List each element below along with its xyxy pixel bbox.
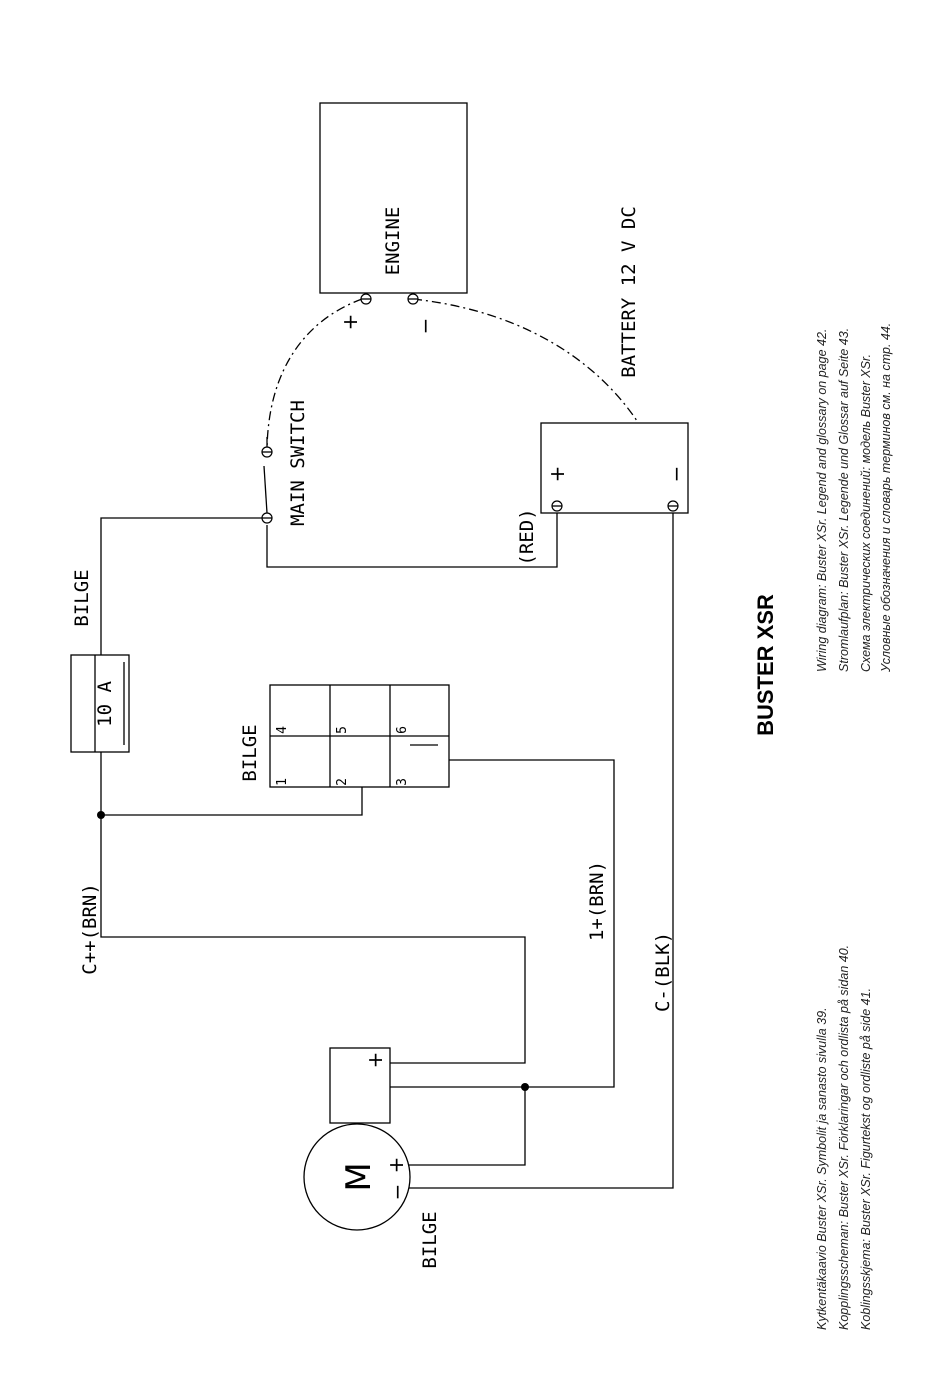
battery-label: BATTERY 12 V DC xyxy=(618,206,640,378)
pump-sensor-box xyxy=(329,1047,391,1124)
fuse-bilge-label: BILGE xyxy=(71,569,93,626)
junction-dot xyxy=(97,811,105,819)
engine-plus-sign: + xyxy=(338,314,362,331)
pump-box-plus-sign: + xyxy=(363,1052,387,1069)
motor-minus-sign: − xyxy=(385,1184,409,1201)
bilge-switch-label: BILGE xyxy=(239,724,261,781)
motor-label: M xyxy=(339,1162,379,1191)
bilge-switch: 4 5 6 1 2 3 xyxy=(269,684,450,788)
motor-plus-sign: + xyxy=(384,1157,408,1174)
caption-right-line-4: Условные обозначения и словарь терминов … xyxy=(879,323,893,673)
engine-box xyxy=(319,102,468,294)
c-minus-blk-label: C-(BLK) xyxy=(652,932,674,1012)
red-label: (RED) xyxy=(516,508,538,565)
main-switch-label: MAIN SWITCH xyxy=(287,400,309,526)
pin-4: 4 xyxy=(275,726,290,734)
caption-right-line-2: Stromlaufplan: Buster XSr. Legende und G… xyxy=(837,328,851,672)
fuse-rating: 10 A xyxy=(94,681,116,727)
pin-2: 2 xyxy=(335,778,350,786)
caption-right-line-1: Wiring diagram: Buster XSr. Legend and g… xyxy=(815,329,829,672)
caption-left-line-3: Koblingsskjema: Buster XSr. Figurtekst o… xyxy=(859,988,873,1330)
pin-5: 5 xyxy=(335,726,350,734)
pin-3: 3 xyxy=(395,778,410,786)
wire-one-plus-brn xyxy=(390,745,615,1088)
pin-6: 6 xyxy=(395,726,410,734)
one-plus-brn-label: 1+(BRN) xyxy=(586,861,608,941)
engine-minus-sign: − xyxy=(413,318,437,335)
wire-c-plus-brn xyxy=(100,752,526,1064)
junction-dot xyxy=(521,1083,529,1091)
bilge-pump-label: BILGE xyxy=(419,1211,441,1268)
caption-left-line-1: Kytkentäkaavio Buster XSr. Symbolit ja s… xyxy=(815,1007,829,1330)
diagram-title: BUSTER XSR xyxy=(753,594,778,736)
wire-fuse-to-main-switch xyxy=(100,517,267,655)
wire-to-motor-plus xyxy=(402,1087,526,1166)
main-switch-lever xyxy=(263,465,268,514)
wire-main-switch-to-battery-plus xyxy=(266,510,558,568)
battery-box xyxy=(540,422,689,514)
engine-label: ENGINE xyxy=(382,207,404,276)
caption-right-line-3: Схема электрических соединений: модель B… xyxy=(859,354,873,672)
caption-left: Kytkentäkaavio Buster XSr. Symbolit ja s… xyxy=(815,945,873,1330)
battery-minus-sign: − xyxy=(664,466,688,483)
c-plus-brn-label: C++(BRN) xyxy=(79,883,101,975)
pin-1: 1 xyxy=(275,778,290,786)
battery-plus-sign: + xyxy=(545,466,569,483)
fuse-box xyxy=(70,654,130,753)
caption-left-line-2: Kopplingsscheman: Buster XSr. Förklaring… xyxy=(837,945,851,1330)
wire-c-minus-blk xyxy=(402,510,674,1189)
wire-engine-plus-cable xyxy=(266,298,363,451)
caption-right: Wiring diagram: Buster XSr. Legend and g… xyxy=(815,323,893,673)
bilge-pump-motor xyxy=(303,1123,411,1231)
